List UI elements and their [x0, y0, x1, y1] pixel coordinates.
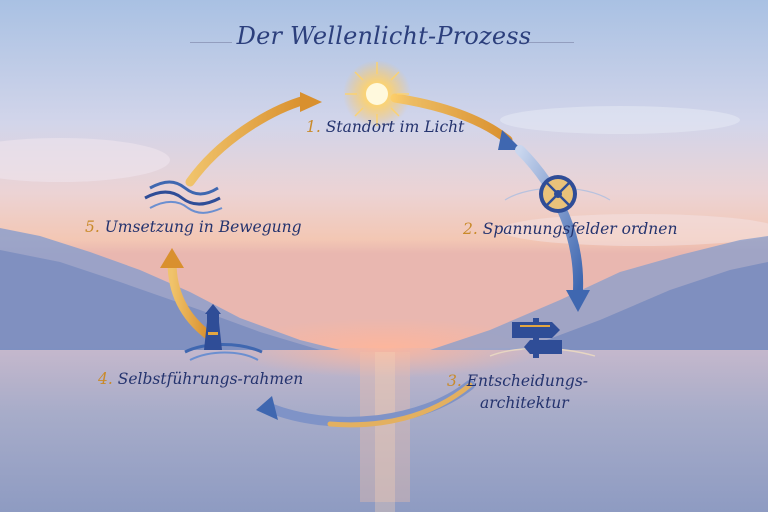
arrow-2-to-3	[515, 145, 584, 295]
step-1-label: 1. Standort im Licht	[306, 118, 464, 136]
mountain-right-near	[520, 262, 768, 350]
horizon-glow	[225, 318, 545, 378]
step-1-number: 1.	[306, 118, 321, 136]
lighthouse-icon	[184, 304, 263, 361]
step-1-text: Standort im Licht	[325, 118, 465, 136]
arrowhead	[256, 396, 278, 420]
step-2-text: Spannungsfelder ordnen	[482, 220, 678, 238]
arrowhead	[566, 290, 590, 312]
step-5-label: 5. Umsetzung in Bewegung	[85, 218, 302, 236]
step-5-number: 5.	[85, 218, 100, 236]
arrowhead	[498, 130, 522, 150]
title-wrap: Der Wellenlicht-Prozess	[0, 22, 768, 50]
step-4-number: 4.	[98, 370, 113, 388]
step-3-text-line1: Entscheidungs-	[466, 372, 589, 390]
step-5-text: Umsetzung in Bewegung	[104, 218, 302, 236]
signpost-icon	[489, 318, 596, 358]
diagram-title: Der Wellenlicht-Prozess	[236, 22, 532, 50]
compass-icon	[504, 175, 611, 213]
title-rule-left	[190, 42, 232, 43]
step-3-text-line2: architektur	[480, 394, 569, 412]
cloud	[500, 106, 740, 134]
step-2-number: 2.	[463, 220, 478, 238]
step-4-label: 4. Selbstführungs-rahmen	[98, 370, 303, 388]
arrow-4-to-5	[167, 257, 213, 340]
sun-reflection	[360, 352, 410, 502]
step-4-text: Selbstführungs-rahmen	[117, 370, 304, 388]
arrow-5-to-1	[185, 95, 310, 187]
waves-icon	[144, 180, 223, 214]
step-3-label: 3. Entscheidungs-	[447, 372, 588, 390]
step-2-label: 2. Spannungsfelder ordnen	[463, 220, 677, 238]
mountain-left-far	[0, 250, 320, 350]
step-3-number: 3.	[447, 372, 462, 390]
title-rule-right	[522, 42, 574, 43]
cloud	[0, 138, 170, 182]
sun-icon	[343, 60, 411, 128]
sun-reflection	[375, 352, 395, 512]
arrowhead	[160, 248, 184, 268]
arrowhead	[300, 92, 322, 112]
